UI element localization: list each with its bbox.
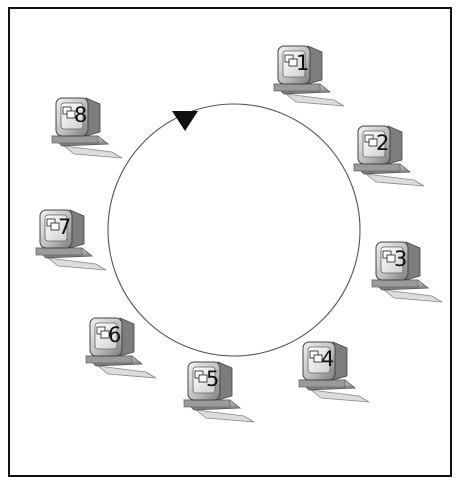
computer-label: 1: [296, 51, 309, 75]
computer-label: 2: [376, 131, 389, 155]
computer-3: 3: [372, 242, 442, 302]
keyboard-icon: [98, 366, 156, 378]
computer-label: 3: [394, 247, 407, 271]
ring-circle: [108, 104, 360, 356]
computer-label: 5: [206, 367, 219, 391]
keyboard-icon: [196, 410, 254, 422]
system-unit-front: [36, 248, 82, 255]
system-unit-front: [354, 164, 400, 171]
computer-8: 8: [52, 98, 122, 158]
system-unit-front: [52, 136, 98, 143]
keyboard-icon: [64, 146, 122, 158]
system-unit-front: [274, 84, 320, 91]
computer-7: 7: [36, 210, 106, 270]
system-unit-front: [86, 356, 132, 363]
system-unit-front: [372, 280, 418, 287]
computer-2: 2: [354, 126, 424, 186]
direction-arrow-icon: [172, 111, 198, 131]
keyboard-icon: [286, 94, 344, 106]
keyboard-icon: [48, 258, 106, 270]
computer-5: 5: [184, 362, 254, 422]
computer-label: 8: [74, 103, 87, 127]
keyboard-icon: [311, 390, 369, 402]
computers-group: 1 2 3 4 5 6 7 8: [36, 46, 442, 422]
computer-6: 6: [86, 318, 156, 378]
computer-label: 7: [58, 215, 71, 239]
keyboard-icon: [384, 290, 442, 302]
system-unit-front: [299, 380, 345, 387]
computer-1: 1: [274, 46, 344, 106]
system-unit-front: [184, 400, 230, 407]
computer-label: 4: [321, 347, 334, 371]
computer-label: 6: [108, 323, 121, 347]
computer-4: 4: [299, 342, 369, 402]
keyboard-icon: [366, 174, 424, 186]
